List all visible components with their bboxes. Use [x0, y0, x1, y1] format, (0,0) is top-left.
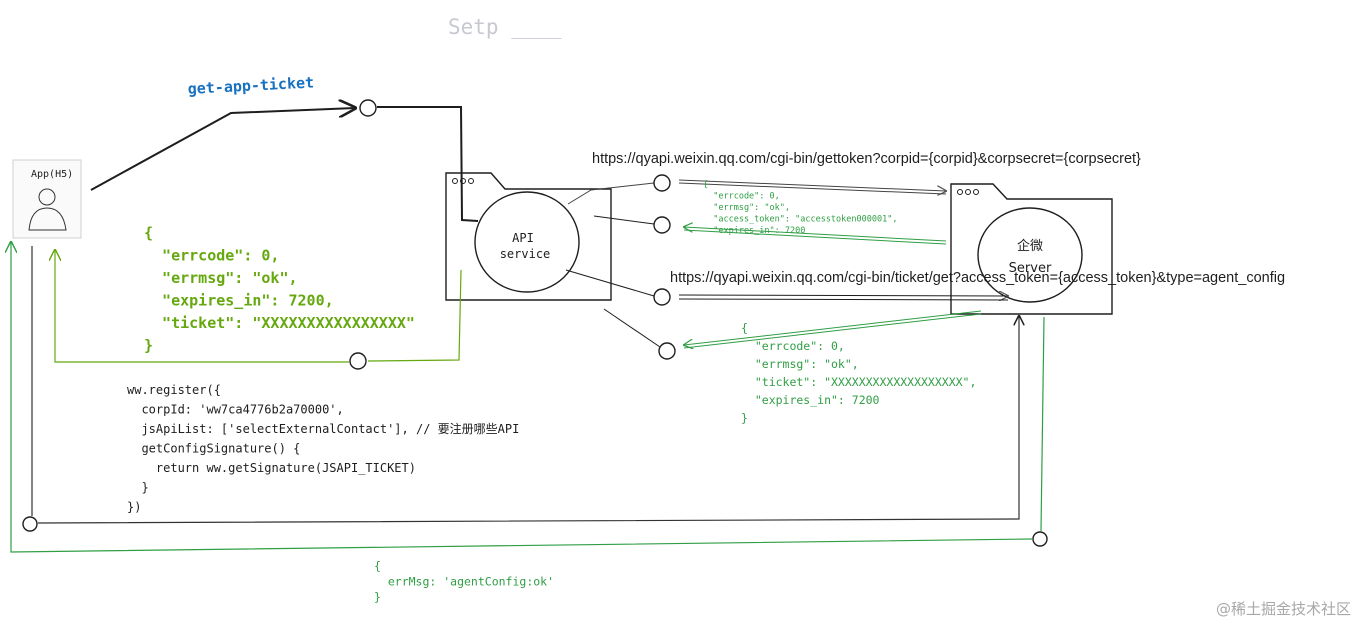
api-service-label-line1: API [512, 231, 534, 245]
code-line: "access_token": "accesstoken000001", [703, 215, 897, 225]
server-label-line2: Server [1009, 261, 1052, 276]
window-dots-icon [452, 178, 474, 184]
code-line: errMsg: 'agentConfig:ok' [374, 575, 554, 589]
gettoken-response-edge [593, 215, 947, 245]
window-dots-icon [957, 189, 979, 195]
code-line: } [144, 337, 153, 355]
code-line: { [144, 224, 153, 242]
gettoken-url: https://qyapi.weixin.qq.com/cgi-bin/gett… [592, 151, 1141, 167]
agent-config-result-code: { errMsg: 'agentConfig:ok'} [374, 559, 554, 604]
diagram-title: Setp ____ [448, 15, 562, 39]
code-line: "expires_in": 7200, [144, 292, 334, 310]
get-app-ticket-edge [90, 100, 479, 222]
ticket-request-edge [565, 269, 1008, 306]
app-node: App(H5) [12, 159, 82, 239]
register-code: ww.register({ corpId: 'ww7ca4776b2a70000… [127, 383, 519, 514]
code-line: }) [127, 500, 141, 514]
wecom-server-node: 企微 Server [950, 183, 1113, 315]
code-line: corpId: 'ww7ca4776b2a70000', [127, 403, 344, 417]
server-label-line1: 企微 [1017, 238, 1043, 254]
code-line: "expires_in": 7200 [741, 393, 880, 407]
code-line: "errcode": 0, [741, 339, 845, 353]
code-line: ww.register({ [127, 383, 221, 397]
code-line: } [741, 411, 748, 425]
code-line: { [741, 321, 748, 335]
agent-config-request-edge [22, 246, 1019, 532]
code-line: "errcode": 0, [703, 192, 780, 202]
token-response-code: { "errcode": 0, "errmsg": "ok", "access_… [703, 180, 897, 236]
app-ticket-response-edge [55, 250, 462, 370]
code-line: { [703, 180, 708, 190]
gettoken-request-edge [567, 174, 946, 205]
code-line: "expires_in": 7200 [703, 226, 805, 236]
api-service-label-line2: service [500, 247, 551, 261]
user-icon [28, 188, 67, 231]
api-service-node: API service [445, 172, 612, 301]
agent-config-response-edge [11, 242, 1048, 553]
code-line: return ww.getSignature(JSAPI_TICKET) [127, 461, 416, 475]
code-line: "errmsg": "ok", [144, 269, 298, 287]
code-line: "ticket": "XXXXXXXXXXXXXXXXXXX", [741, 375, 976, 389]
code-line: "errmsg": "ok", [703, 203, 790, 213]
code-line: "errmsg": "ok", [741, 357, 859, 371]
app-ticket-response-code: { "errcode": 0, "errmsg": "ok", "expires… [144, 224, 415, 355]
code-line: { [374, 559, 381, 573]
code-line: jsApiList: ['selectExternalContact'], //… [127, 421, 519, 436]
code-line: } [127, 481, 149, 495]
code-line: getConfigSignature() { [127, 442, 300, 456]
ticket-url: https://qyapi.weixin.qq.com/cgi-bin/tick… [670, 270, 1285, 286]
ticket-response-edge [603, 308, 982, 360]
code-line: } [374, 590, 381, 604]
code-line: "ticket": "XXXXXXXXXXXXXXXX" [144, 314, 415, 332]
get-app-ticket-label: get-app-ticket [187, 73, 314, 98]
watermark: @稀土掘金技术社区 [1216, 600, 1351, 618]
code-line: "errcode": 0, [144, 247, 279, 265]
ticket-response-code: { "errcode": 0, "errmsg": "ok", "ticket"… [741, 321, 976, 425]
app-label: App(H5) [31, 169, 73, 180]
